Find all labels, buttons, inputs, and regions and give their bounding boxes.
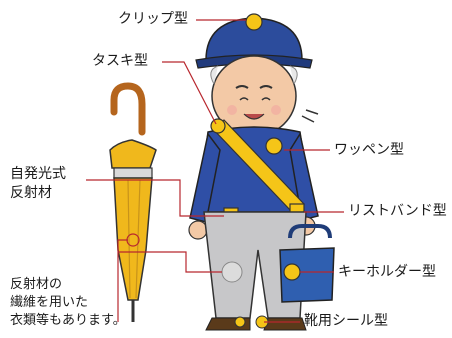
label-clip: クリップ型	[118, 11, 188, 27]
label-wristband: リストバンド型	[348, 203, 447, 219]
label-patch: ワッペン型	[334, 142, 404, 158]
label-keyholder: キーホルダー型	[338, 264, 436, 280]
right-shoe	[263, 317, 307, 331]
person	[188, 13, 335, 331]
umbrella	[109, 82, 157, 322]
umbrella-handle	[110, 82, 146, 136]
shoe-sticker-left	[234, 316, 246, 328]
bag	[279, 247, 335, 303]
umbrella-reflective-band	[113, 167, 153, 179]
umbrella-collar	[109, 139, 157, 169]
label-fiber-line2: 繊維を用いた	[10, 295, 89, 310]
keyholder-reflector	[283, 263, 301, 281]
label-jiko-line2: 反射材	[10, 185, 52, 201]
reflective-fiber-spot	[221, 261, 243, 283]
label-jiko-line1: 自発光式	[10, 166, 66, 182]
leader-lines	[86, 19, 344, 323]
label-shoe-sticker: 靴用シール型	[304, 313, 388, 329]
patch-reflector	[265, 137, 283, 155]
umbrella-canopy	[113, 177, 153, 301]
label-fiber-line3: 衣類等もあります。	[10, 313, 126, 328]
clip-reflector	[245, 13, 263, 31]
label-fiber-line1: 反射材の	[10, 277, 63, 292]
label-tasuki: タスキ型	[92, 53, 148, 69]
